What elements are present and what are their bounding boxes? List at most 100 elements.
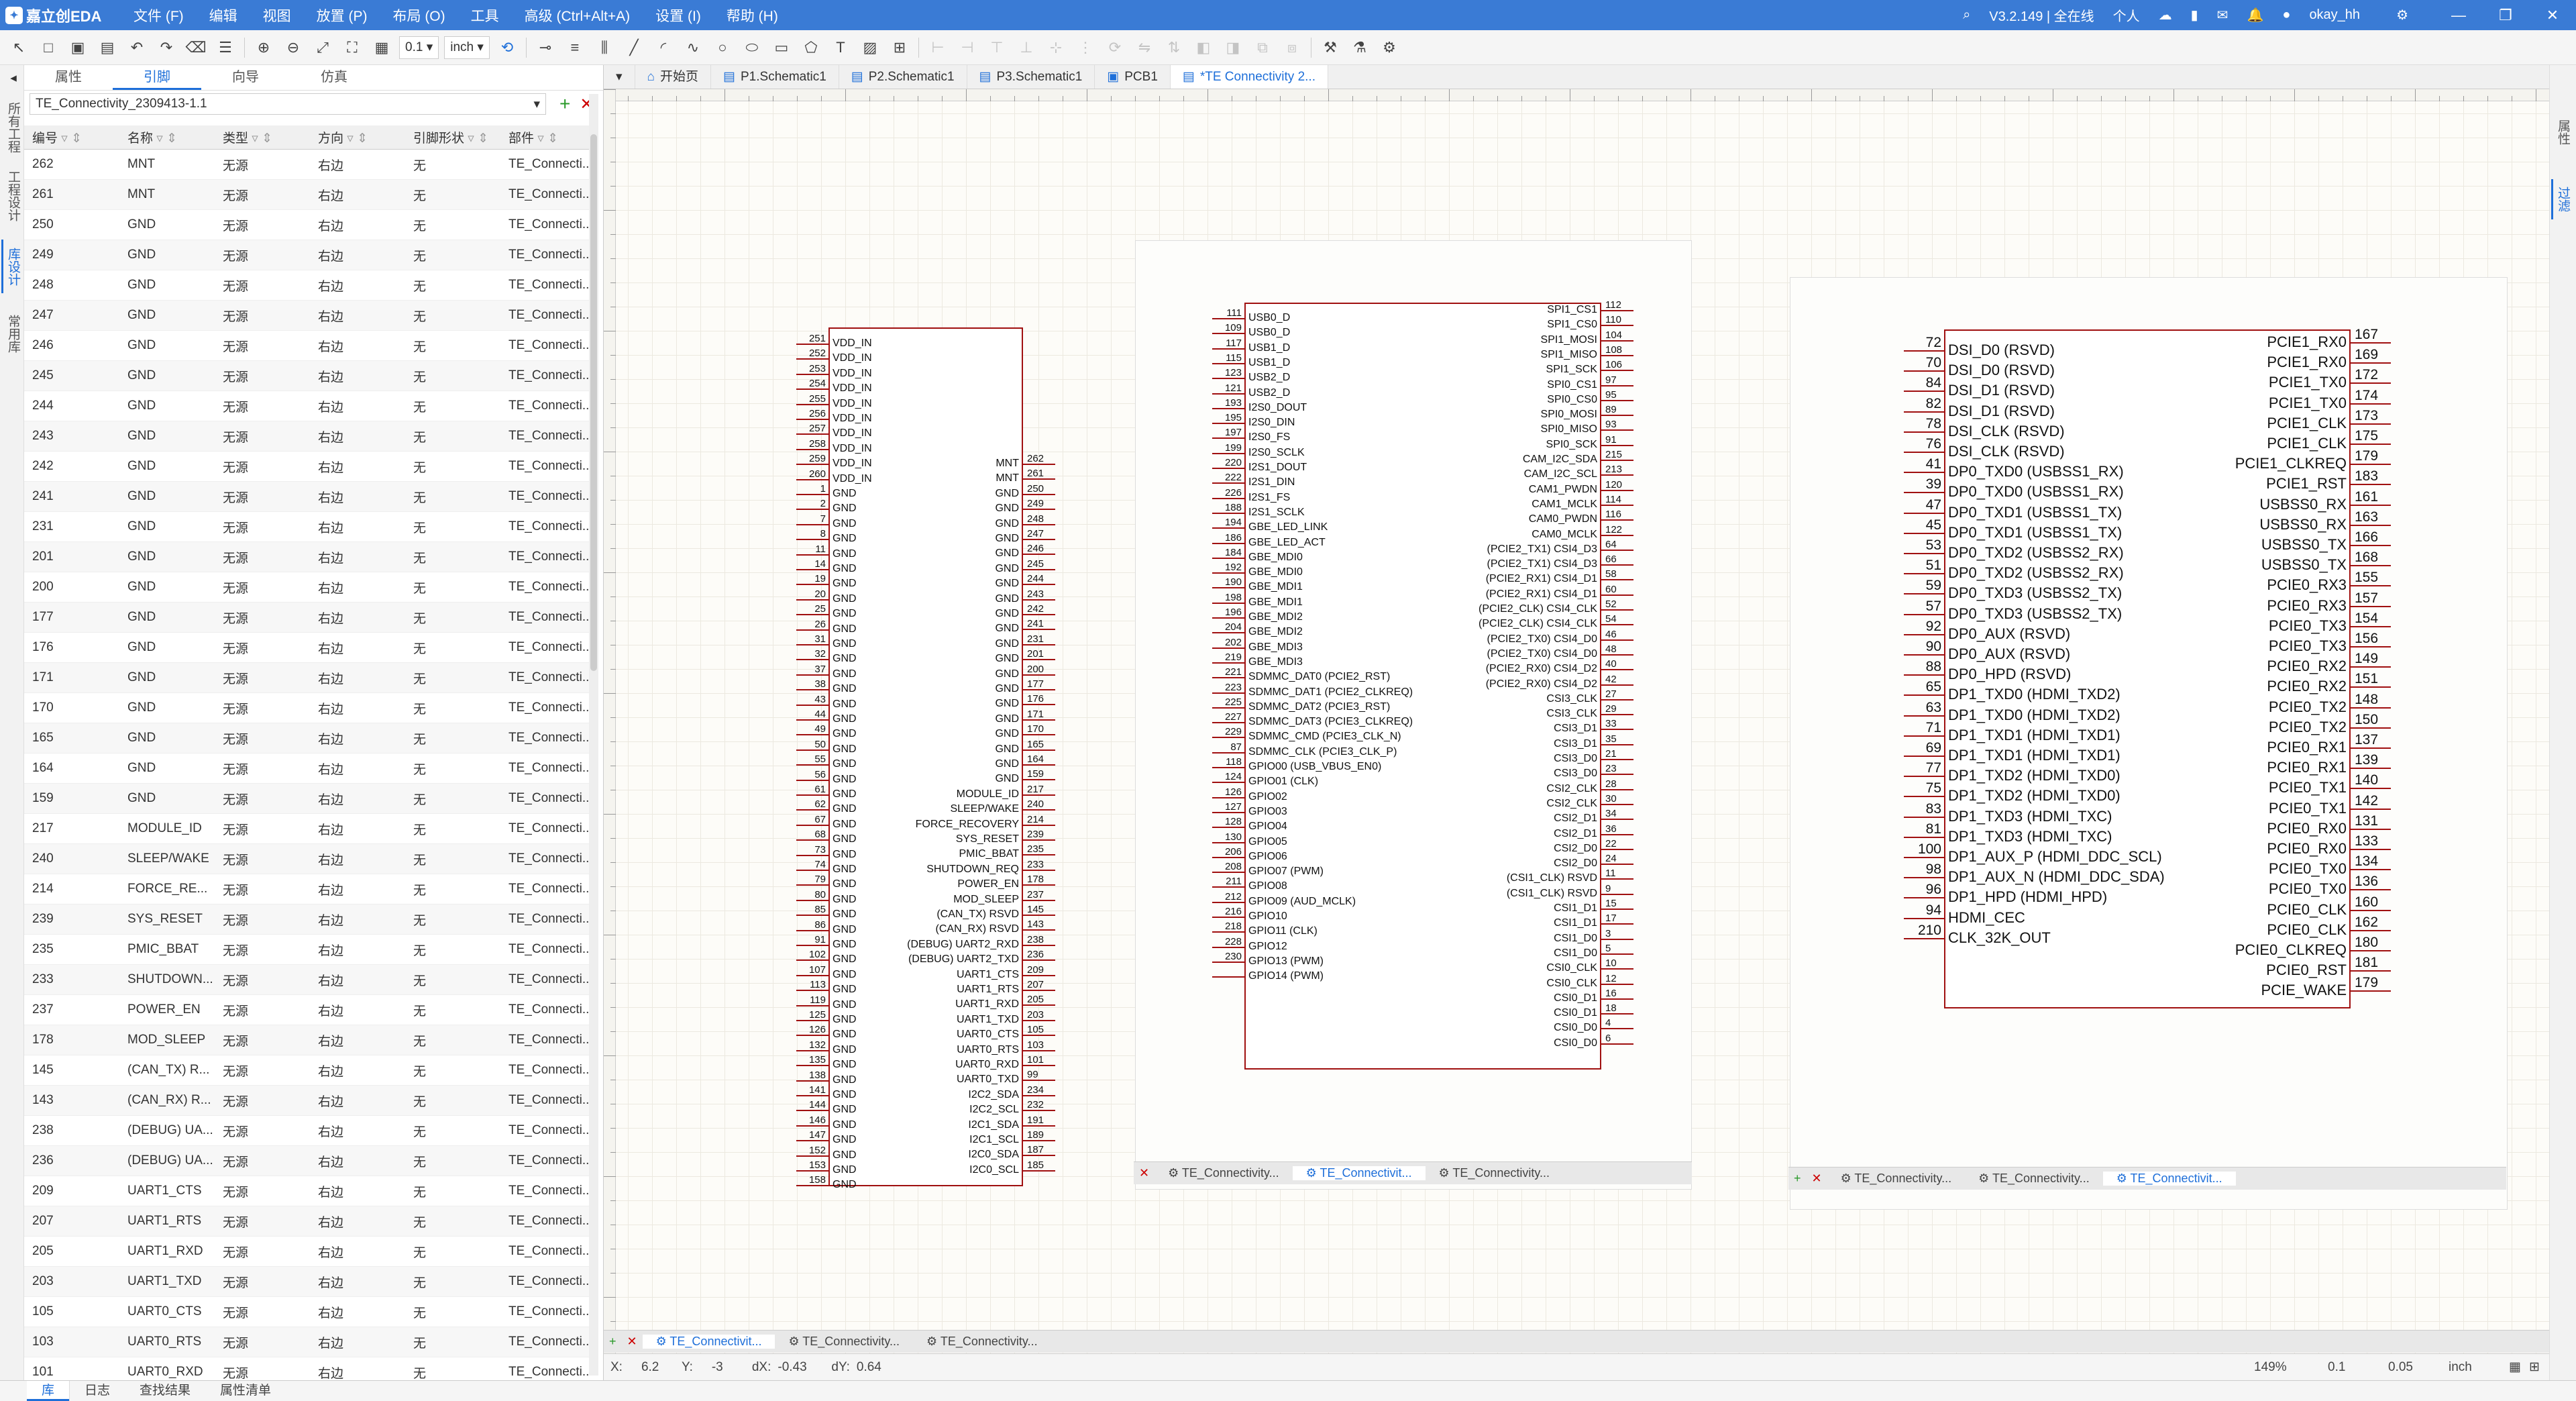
pin-line[interactable]: [796, 388, 828, 391]
pin-line[interactable]: [2351, 666, 2391, 668]
pin-line[interactable]: [1023, 915, 1055, 916]
rectangle-icon[interactable]: ▭: [774, 38, 789, 56]
pin-line[interactable]: [1904, 411, 1944, 413]
pin-line[interactable]: [1212, 512, 1244, 514]
fit-icon[interactable]: ⤢: [317, 38, 329, 56]
pin-line[interactable]: [796, 554, 828, 556]
pin-line[interactable]: [1212, 946, 1244, 948]
pin-line[interactable]: [1904, 735, 1944, 737]
pin-line[interactable]: [1601, 654, 1633, 656]
pin-line[interactable]: [1023, 1004, 1055, 1006]
pin-line[interactable]: [796, 1049, 828, 1051]
bottom-tab[interactable]: 库: [27, 1381, 70, 1401]
pin-line[interactable]: [1601, 909, 1633, 910]
ellipse-icon[interactable]: ⬭: [745, 38, 759, 56]
pin-line[interactable]: [1023, 493, 1055, 495]
pin-line[interactable]: [1212, 767, 1244, 768]
save-all-icon[interactable]: ▤: [100, 38, 115, 56]
pin-line[interactable]: [1904, 776, 1944, 778]
pin-line[interactable]: [796, 854, 828, 856]
pin-line[interactable]: [1212, 542, 1244, 544]
pointer-icon[interactable]: ↖: [12, 38, 25, 56]
pin-line[interactable]: [1601, 489, 1633, 491]
pin-line[interactable]: [1904, 553, 1944, 554]
strip-properties[interactable]: 属性: [2556, 119, 2570, 145]
flag-icon[interactable]: ▮: [2190, 8, 2198, 23]
symbol-tab[interactable]: ⚙ TE_Connectivity...: [1840, 1172, 1952, 1185]
menu-item[interactable]: 文件 (F): [133, 8, 184, 24]
add-icon[interactable]: +: [559, 93, 571, 114]
pin-line[interactable]: [796, 373, 828, 375]
filter-icon[interactable]: ▿ ⇕: [153, 132, 178, 146]
menu-item[interactable]: 布局 (O): [392, 8, 445, 24]
pin-line[interactable]: [1023, 854, 1055, 856]
pin-line[interactable]: [796, 1140, 828, 1142]
pin-line[interactable]: [1023, 824, 1055, 826]
doc-tab[interactable]: ▤*TE Connectivity 2...: [1170, 65, 1328, 89]
pin-line[interactable]: [1904, 350, 1944, 352]
align-bottom-icon[interactable]: ⊥: [1020, 38, 1033, 56]
pin-line[interactable]: [1023, 689, 1055, 690]
pin-line[interactable]: [1212, 423, 1244, 425]
pin-line[interactable]: [2351, 342, 2391, 344]
pin-line[interactable]: [796, 433, 828, 435]
menu-item[interactable]: 设置 (I): [655, 8, 701, 24]
pin-line[interactable]: [1023, 974, 1055, 976]
pin-line[interactable]: [796, 614, 828, 616]
schematic-symbol[interactable]: [1244, 303, 1601, 1070]
pin-line[interactable]: [2351, 625, 2391, 627]
pin-line[interactable]: [2351, 444, 2391, 445]
pin-line[interactable]: [2351, 484, 2391, 486]
pin-line[interactable]: [796, 945, 828, 946]
pin-line[interactable]: [1023, 584, 1055, 586]
pin-list-icon[interactable]: ≡: [570, 38, 580, 56]
pin-line[interactable]: [796, 1095, 828, 1096]
pin-line[interactable]: [1904, 452, 1944, 453]
pin-line[interactable]: [1023, 869, 1055, 871]
pin-line[interactable]: [1023, 884, 1055, 886]
pin-line[interactable]: [1023, 523, 1055, 525]
close-tab-icon[interactable]: ✕: [1139, 1166, 1150, 1180]
add-tab-icon[interactable]: +: [1794, 1172, 1801, 1185]
pin-line[interactable]: [1904, 877, 1944, 879]
pin-line[interactable]: [796, 358, 828, 360]
schematic-symbol[interactable]: [828, 327, 1023, 1186]
pin-line[interactable]: [1023, 734, 1055, 736]
pin-line[interactable]: [1601, 864, 1633, 866]
column-header[interactable]: 类型 ▿ ⇕: [223, 132, 273, 146]
pin-line[interactable]: [796, 344, 828, 345]
pin-line[interactable]: [1904, 857, 1944, 858]
pin-line[interactable]: [1212, 437, 1244, 439]
strip-project-design[interactable]: 工程设计: [6, 170, 20, 221]
filter-icon[interactable]: ▿ ⇕: [58, 132, 83, 146]
strip-all-projects[interactable]: 所有工程: [6, 102, 20, 153]
pin-line[interactable]: [1601, 848, 1633, 850]
pin-line[interactable]: [1212, 557, 1244, 559]
pin-line[interactable]: [1601, 579, 1633, 581]
pin-line[interactable]: [1601, 923, 1633, 925]
pin-line[interactable]: [796, 1110, 828, 1112]
pin-line[interactable]: [1904, 756, 1944, 757]
pin-line[interactable]: [1023, 1094, 1055, 1096]
pin-line[interactable]: [1601, 474, 1633, 476]
menu-item[interactable]: 帮助 (H): [726, 8, 778, 24]
pin-line[interactable]: [1601, 729, 1633, 731]
pin-line[interactable]: [1601, 504, 1633, 506]
pin-line[interactable]: [2351, 950, 2391, 951]
polygon-icon[interactable]: ⬠: [804, 38, 818, 56]
pin-line[interactable]: [1212, 407, 1244, 409]
pin-line[interactable]: [1023, 478, 1055, 480]
pin-line[interactable]: [796, 1125, 828, 1127]
align-center-icon[interactable]: ⊹: [1049, 38, 1063, 56]
close-tab-icon[interactable]: ✕: [627, 1335, 637, 1348]
